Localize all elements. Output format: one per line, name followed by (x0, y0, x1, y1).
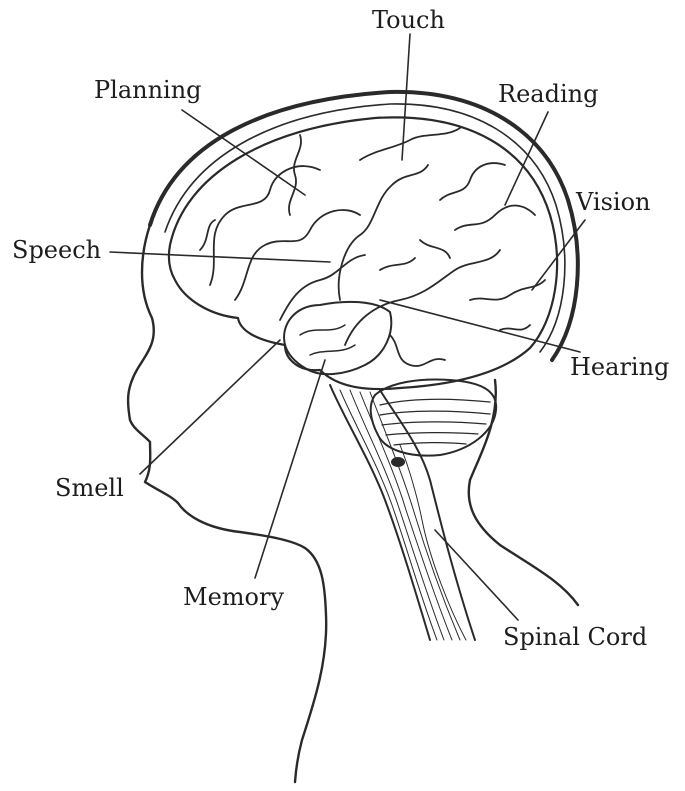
label-vision: Vision (576, 190, 650, 214)
label-speech: Speech (12, 238, 101, 262)
label-spinal-cord: Spinal Cord (503, 625, 647, 649)
brainstem-right-edge (380, 390, 475, 640)
spinal-cord-fibers (340, 390, 466, 640)
label-planning: Planning (94, 78, 202, 102)
cerebellum-folds (380, 399, 490, 445)
leader-spinal-cord (435, 530, 518, 620)
leader-smell (140, 340, 280, 474)
temporal-lobe (284, 302, 391, 374)
brainstem-node (391, 457, 405, 467)
leader-memory (255, 360, 325, 578)
face-profile (128, 225, 326, 782)
brain-sulci (200, 128, 545, 366)
label-memory: Memory (183, 585, 284, 609)
label-touch: Touch (372, 8, 445, 32)
label-hearing: Hearing (570, 355, 669, 379)
label-reading: Reading (498, 82, 598, 106)
brainstem-left-edge (330, 385, 430, 640)
label-smell: Smell (55, 476, 124, 500)
cerebellum (371, 380, 496, 456)
